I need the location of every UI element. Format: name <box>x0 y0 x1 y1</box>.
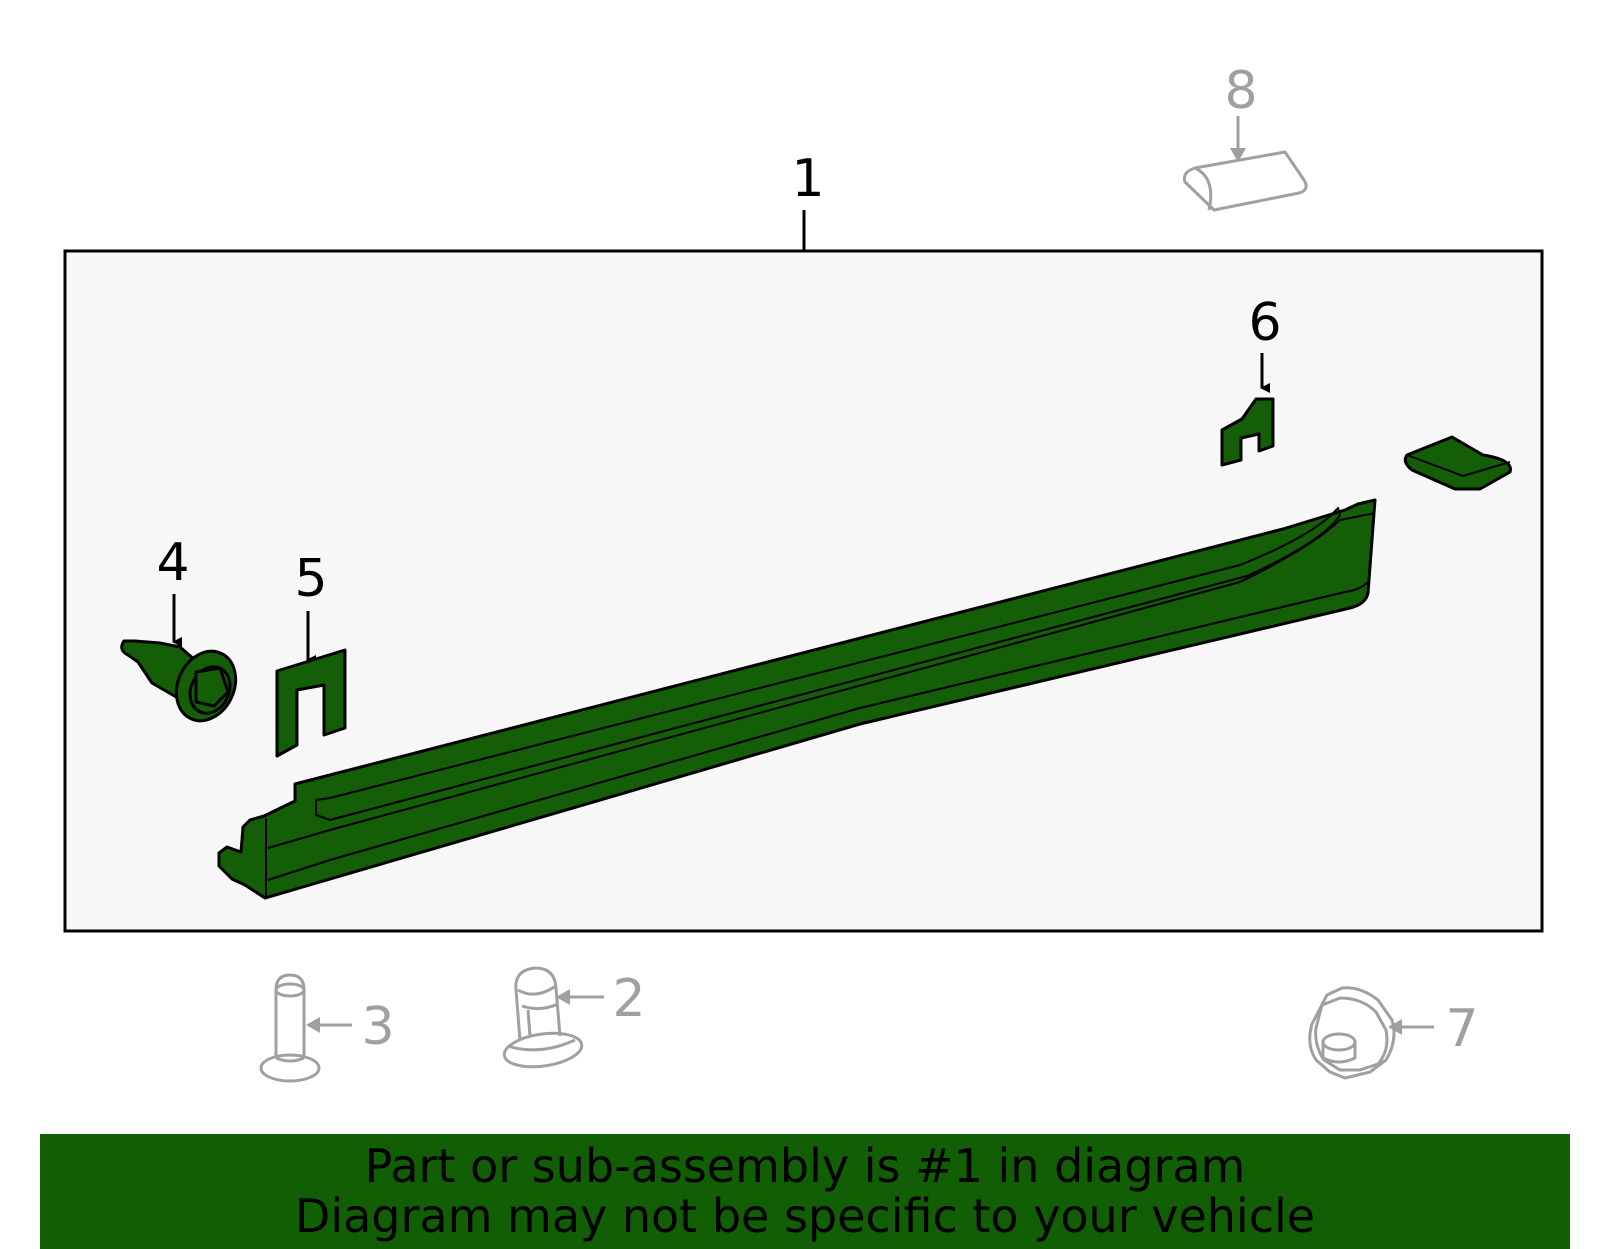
callout-1: 1 <box>791 149 824 209</box>
banner-background <box>40 1134 1570 1249</box>
callout-2: 2 <box>612 969 645 1029</box>
rocker-molding-shape <box>217 498 1377 900</box>
part-8-cover-shape <box>1183 150 1308 212</box>
end-cap-line <box>1406 454 1511 478</box>
callout-6: 6 <box>1248 293 1281 353</box>
part-6-clip-shape <box>1220 397 1275 467</box>
part-4-push-clip-shape <box>120 639 238 723</box>
callout-3: 3 <box>361 997 394 1057</box>
part-3-pin-shape <box>259 973 321 1083</box>
callout-8: 8 <box>1224 61 1257 121</box>
part-7-nut-shape <box>1308 986 1396 1080</box>
info-banner: Part or sub-assembly is #1 in diagram Di… <box>40 1134 1570 1249</box>
part-2-rivet-shape <box>502 966 584 1069</box>
part-5-u-clip-shape <box>275 648 347 758</box>
callout-7-arrowhead <box>1388 1019 1402 1035</box>
callout-4: 4 <box>156 533 189 593</box>
end-cap-shape <box>1403 435 1512 491</box>
callout-8-arrowhead <box>1230 148 1246 162</box>
callout-3-arrowhead <box>306 1017 320 1033</box>
callout-7: 7 <box>1445 999 1478 1059</box>
callout-5: 5 <box>294 549 327 609</box>
callout-2-arrowhead <box>556 989 570 1005</box>
banner-line-1: Part or sub-assembly is #1 in diagram <box>364 1139 1246 1193</box>
banner-line-2: Diagram may not be specific to your vehi… <box>294 1189 1316 1243</box>
